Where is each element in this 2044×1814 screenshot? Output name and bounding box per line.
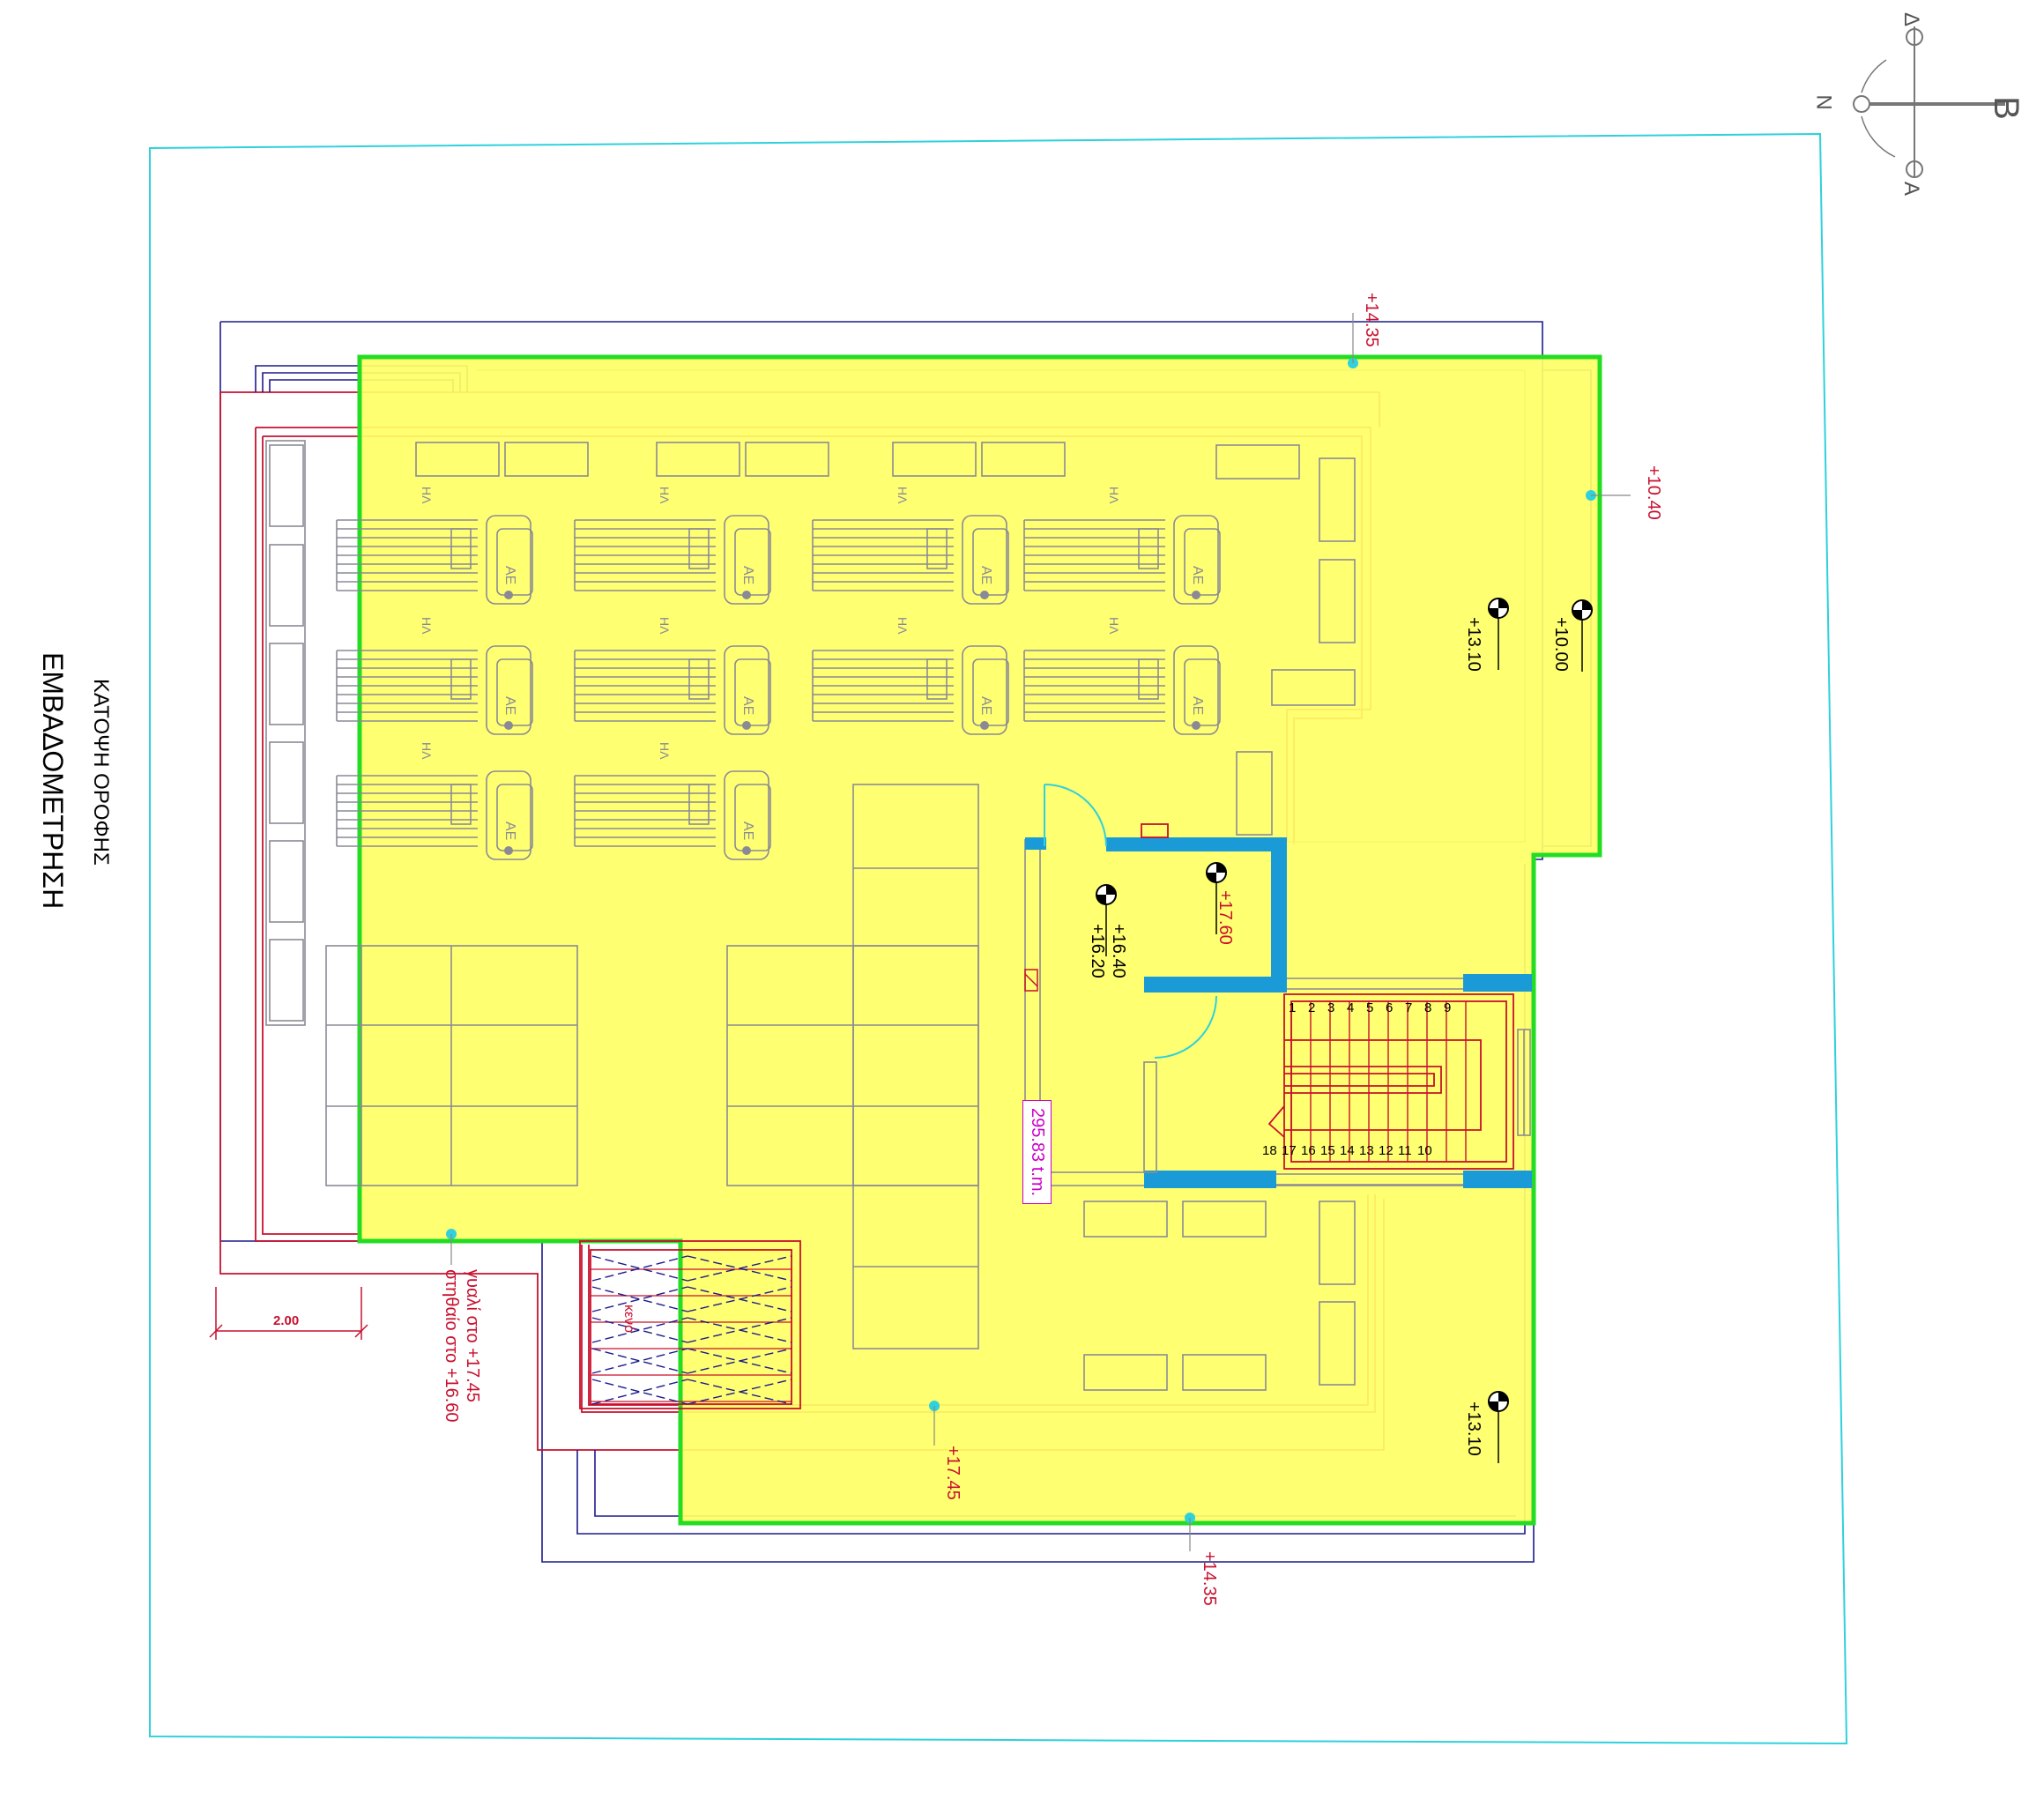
center-panels-grid — [726, 784, 979, 1349]
plot-boundary — [149, 132, 1848, 1745]
benchmark-symbols — [1096, 598, 1593, 1463]
level-top: +14.35 — [1362, 293, 1381, 347]
stair-step-number: 13 — [1359, 1143, 1374, 1158]
roof-area — [357, 354, 1602, 1526]
compass-north-label: B — [1986, 96, 2025, 120]
panel-label-unit: ΑΕ — [1190, 696, 1205, 716]
stair-step-number: 10 — [1417, 1143, 1432, 1158]
level-right-b: +10.00 — [1551, 617, 1571, 672]
panel-label-hl: ΗΛ — [420, 617, 434, 635]
benchmark-symbol — [1096, 884, 1117, 956]
benchmark-symbol — [1488, 1391, 1509, 1463]
stair-step-number: 16 — [1301, 1143, 1316, 1158]
skylight-label: κενό — [621, 1305, 636, 1334]
stair-step-number: 9 — [1444, 1000, 1452, 1015]
panel-label-unit: ΑΕ — [502, 566, 517, 585]
dimension-line — [209, 1287, 368, 1340]
level-bottom-mid: +17.45 — [943, 1446, 963, 1500]
glass-note-line2: στηθαίο στο +16.60 — [442, 1269, 461, 1423]
stair-step-number: 6 — [1386, 1000, 1394, 1015]
level-right-c: +13.10 — [1464, 1401, 1483, 1456]
stair-step-number: 1 — [1289, 1000, 1297, 1015]
panel-label-hl: ΗΛ — [896, 617, 910, 635]
panel-label-unit: ΑΕ — [740, 822, 755, 841]
stair-step-number: 15 — [1320, 1143, 1335, 1158]
lower-left-panels-grid — [325, 945, 578, 1186]
stair-step-number: 3 — [1327, 1000, 1335, 1015]
benchmark-symbol — [1488, 598, 1509, 670]
level-leaders — [450, 313, 1631, 1551]
panel-label-unit: ΑΕ — [740, 696, 755, 716]
panel-label-unit: ΑΕ — [740, 566, 755, 585]
panel-label-hl: ΗΛ — [420, 742, 434, 760]
compass-rose — [1853, 26, 2005, 178]
solar-panel-group — [336, 770, 533, 860]
compass-south-label: N — [1811, 94, 1836, 110]
left-skylight-strip — [265, 440, 306, 1026]
stair-numbers-bottom: 18 17 16 15 14 13 12 11 10 — [1262, 1143, 1437, 1158]
level-core-c: +17.60 — [1215, 890, 1235, 945]
panel-label-unit: ΑΕ — [502, 696, 517, 716]
stair-step-number: 17 — [1282, 1143, 1297, 1158]
building-outline-red-e — [262, 436, 361, 1235]
dimension-value: 2.00 — [273, 1313, 300, 1328]
level-bottom: +14.35 — [1200, 1551, 1219, 1606]
stair-step-number: 5 — [1366, 1000, 1374, 1015]
level-core-b: +16.20 — [1088, 924, 1107, 978]
panel-label-hl: ΗΛ — [420, 487, 434, 504]
stair-step-number: 18 — [1262, 1143, 1277, 1158]
stair-step-number: 4 — [1347, 1000, 1355, 1015]
level-right-a: +13.10 — [1464, 617, 1483, 672]
lower-right-vents — [1083, 1201, 1356, 1391]
top-vents — [415, 442, 1356, 836]
level-core-a: +16.40 — [1109, 924, 1128, 978]
solar-panel-group — [574, 645, 771, 735]
title-line2: ΕΜΒΑΔΟΜΕΤΡΗΣΗ — [37, 652, 69, 910]
solar-panel-group — [812, 645, 1009, 735]
stair-step-number: 12 — [1379, 1143, 1394, 1158]
stair-step-number: 14 — [1340, 1143, 1355, 1158]
panel-label-unit: ΑΕ — [978, 696, 993, 716]
solar-panel-group — [1023, 515, 1221, 605]
stair-core — [1024, 784, 1534, 1188]
area-label: 295.83 t.m. — [1022, 1100, 1052, 1205]
solar-panels — [336, 515, 1221, 860]
stair-step-number: 7 — [1405, 1000, 1413, 1015]
benchmark-symbol — [1206, 862, 1227, 934]
benchmark-symbol — [1572, 599, 1593, 672]
compass-west-label: Δ — [1899, 11, 1924, 27]
solar-panel-group — [1023, 645, 1221, 735]
solar-panel-group — [574, 770, 771, 860]
building-outline-red-d — [255, 427, 361, 1242]
glass-note: γυαλί στο +17.45 στηθαίο στο +16.60 — [441, 1269, 483, 1423]
solar-panel-group — [574, 515, 771, 605]
stair-step-number: 8 — [1424, 1000, 1432, 1015]
compass-east-label: Α — [1899, 181, 1924, 197]
panel-label-hl: ΗΛ — [1107, 487, 1121, 504]
panel-label-unit: ΑΕ — [502, 822, 517, 841]
title-line1: ΚΑΤΟΨΗ ΟΡΟΦΗΣ — [89, 679, 113, 866]
panel-label-unit: ΑΕ — [1190, 566, 1205, 585]
panel-label-unit: ΑΕ — [978, 566, 993, 585]
panel-label-hl: ΗΛ — [658, 487, 672, 504]
panel-label-hl: ΗΛ — [658, 617, 672, 635]
solar-panel-group — [336, 645, 533, 735]
stair-step-number: 2 — [1308, 1000, 1316, 1015]
skylight-void — [579, 1240, 801, 1409]
panel-label-hl: ΗΛ — [1107, 617, 1121, 635]
solar-panel-group — [336, 515, 533, 605]
panel-label-hl: ΗΛ — [658, 742, 672, 760]
stair-step-number: 11 — [1398, 1143, 1412, 1158]
level-right-edge: +10.40 — [1644, 465, 1663, 520]
solar-panel-group — [812, 515, 1009, 605]
glass-note-line1: γυαλί στο +17.45 — [463, 1269, 482, 1402]
panel-label-hl: ΗΛ — [896, 487, 910, 504]
